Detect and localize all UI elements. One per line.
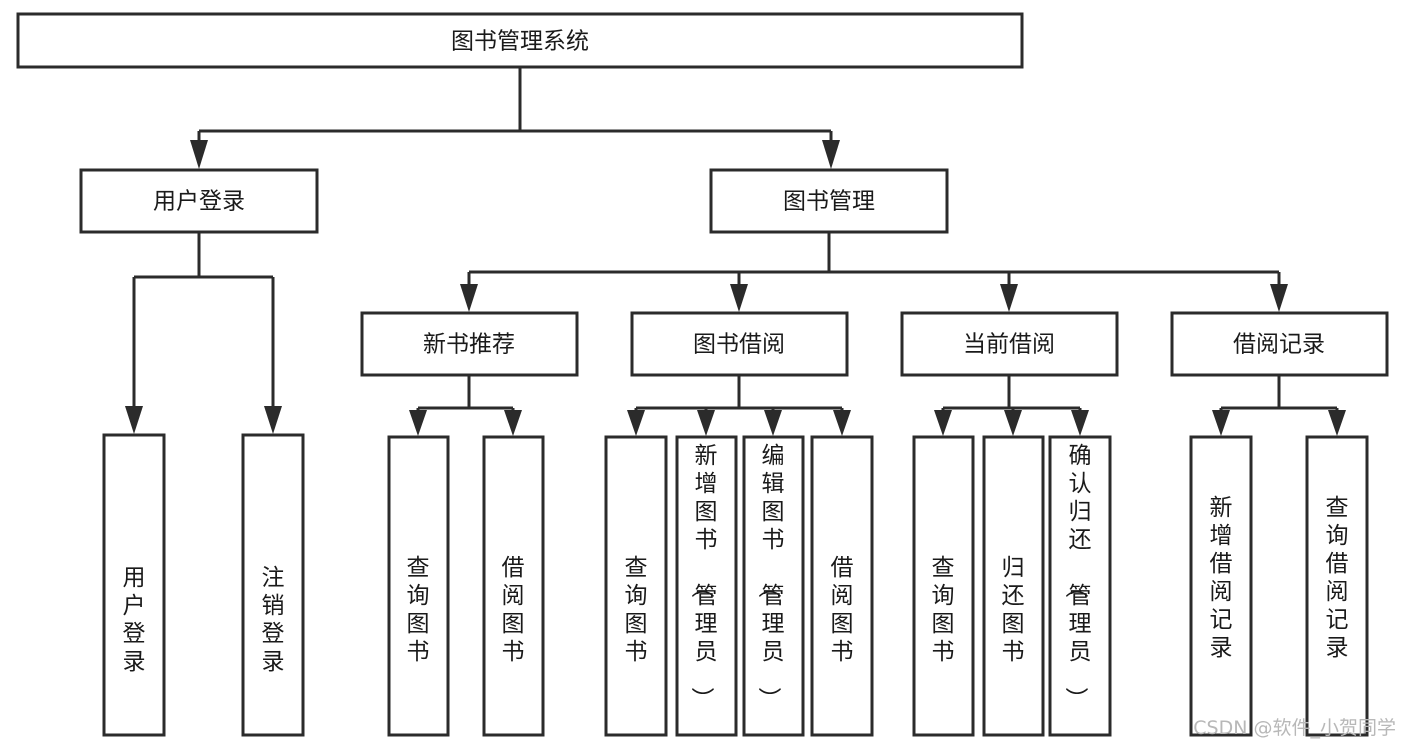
node-current-borrow[interactable]: 当前借阅	[900, 311, 1119, 377]
arrow-down-icon	[697, 410, 715, 436]
leaf-box[interactable]	[102, 433, 166, 737]
leaf-edit-book-admin[interactable]: 编辑图书（管理员）	[742, 435, 805, 737]
root-box[interactable]	[16, 12, 1024, 69]
leaf-query-borrow-record[interactable]: 查询借阅记录	[1305, 435, 1369, 737]
root-label: 图书管理系统	[451, 29, 589, 55]
book-borrow-label: 图书借阅	[693, 332, 785, 358]
connector-root-to-level2	[190, 67, 840, 169]
leaf-box[interactable]	[912, 435, 975, 737]
arrow-down-icon	[504, 410, 522, 436]
leaf-user-login[interactable]: 用户登录	[102, 433, 166, 737]
connector-book-borrow-to-leaves	[627, 375, 851, 436]
leaf-query-book-borrow[interactable]: 查询图书	[604, 435, 668, 737]
arrow-down-icon	[764, 410, 782, 436]
leaf-return-book[interactable]: 归还图书	[982, 435, 1045, 737]
leaf-label: 用户登录	[123, 565, 146, 675]
arrow-down-icon	[1071, 410, 1089, 436]
leaf-label: 查询图书	[407, 555, 430, 665]
arrow-down-icon	[409, 410, 427, 436]
leaf-box[interactable]	[1189, 435, 1253, 737]
connector-user-login-to-leaves	[125, 232, 282, 434]
connector-borrow-record-to-leaves	[1212, 375, 1346, 436]
leaf-label: 归还图书	[1002, 555, 1025, 665]
arrow-down-icon	[1328, 410, 1346, 436]
leaf-box[interactable]	[1305, 435, 1369, 737]
leaf-label: 编辑图书（管理员）	[756, 443, 785, 710]
leaf-add-borrow-record[interactable]: 新增借阅记录	[1189, 435, 1253, 737]
leaf-box[interactable]	[387, 435, 450, 737]
leaf-label: 查询图书	[625, 555, 648, 665]
node-book-borrow[interactable]: 图书借阅	[630, 311, 849, 377]
arrow-down-icon	[934, 410, 952, 436]
csdn-watermark: CSDN @软件_小贺同学	[1193, 717, 1396, 739]
leaf-label: 查询图书	[932, 555, 955, 665]
arrow-down-icon	[1000, 284, 1018, 312]
node-user-login[interactable]: 用户登录	[79, 168, 319, 234]
current-borrow-label: 当前借阅	[963, 332, 1055, 358]
connector-new-book-recommend-to-leaves	[409, 375, 522, 436]
leaf-logout[interactable]: 注销登录	[241, 433, 305, 737]
leaf-box[interactable]	[604, 435, 668, 737]
leaf-box[interactable]	[482, 435, 545, 737]
new-book-recommend-box[interactable]	[360, 311, 579, 377]
borrow-record-label: 借阅记录	[1233, 332, 1325, 358]
leaf-borrow-book-recommend[interactable]: 借阅图书	[482, 435, 545, 737]
connector-current-borrow-to-leaves	[934, 375, 1089, 436]
leaf-query-book-current[interactable]: 查询图书	[912, 435, 975, 737]
arrow-down-icon	[1004, 410, 1022, 436]
arrow-down-icon	[1270, 284, 1288, 312]
leaf-query-book-recommend[interactable]: 查询图书	[387, 435, 450, 737]
leaf-add-book-admin[interactable]: 新增图书（管理员）	[675, 435, 738, 737]
arrow-down-icon	[822, 140, 840, 169]
arrow-down-icon	[627, 410, 645, 436]
node-borrow-record[interactable]: 借阅记录	[1170, 311, 1389, 377]
leaf-label: 借阅图书	[831, 555, 854, 665]
leaf-label: 新增借阅记录	[1210, 495, 1233, 661]
leaf-box[interactable]	[810, 435, 874, 737]
leaf-label: 查询借阅记录	[1326, 495, 1349, 661]
leaf-label: 新增图书（管理员）	[689, 443, 718, 710]
arrow-down-icon	[190, 140, 208, 169]
arrow-down-icon	[264, 406, 282, 434]
arrow-down-icon	[833, 410, 851, 436]
leaf-box[interactable]	[1048, 435, 1112, 737]
arrow-down-icon	[125, 406, 143, 434]
leaf-box[interactable]	[982, 435, 1045, 737]
leaf-box[interactable]	[675, 435, 738, 737]
leaf-label: 借阅图书	[502, 555, 525, 665]
book-management-label: 图书管理	[783, 189, 875, 215]
new-book-recommend-label: 新书推荐	[423, 332, 515, 358]
user-login-box[interactable]	[79, 168, 319, 234]
current-borrow-box[interactable]	[900, 311, 1119, 377]
connector-book-management-to-level3	[460, 232, 1288, 312]
node-root[interactable]: 图书管理系统	[16, 12, 1024, 69]
arrow-down-icon	[730, 284, 748, 312]
leaf-borrow-book[interactable]: 借阅图书	[810, 435, 874, 737]
leaf-label: 确认归还（管理员）	[1063, 443, 1092, 710]
user-login-label: 用户登录	[153, 189, 245, 215]
node-new-book-recommend[interactable]: 新书推荐	[360, 311, 579, 377]
arrow-down-icon	[460, 284, 478, 312]
arrow-down-icon	[1212, 410, 1230, 436]
leaf-box[interactable]	[241, 433, 305, 737]
leaf-label: 注销登录	[262, 565, 285, 675]
leaf-box[interactable]	[742, 435, 805, 737]
node-book-management[interactable]: 图书管理	[709, 168, 949, 234]
leaf-confirm-return-admin[interactable]: 确认归还（管理员）	[1048, 435, 1112, 737]
